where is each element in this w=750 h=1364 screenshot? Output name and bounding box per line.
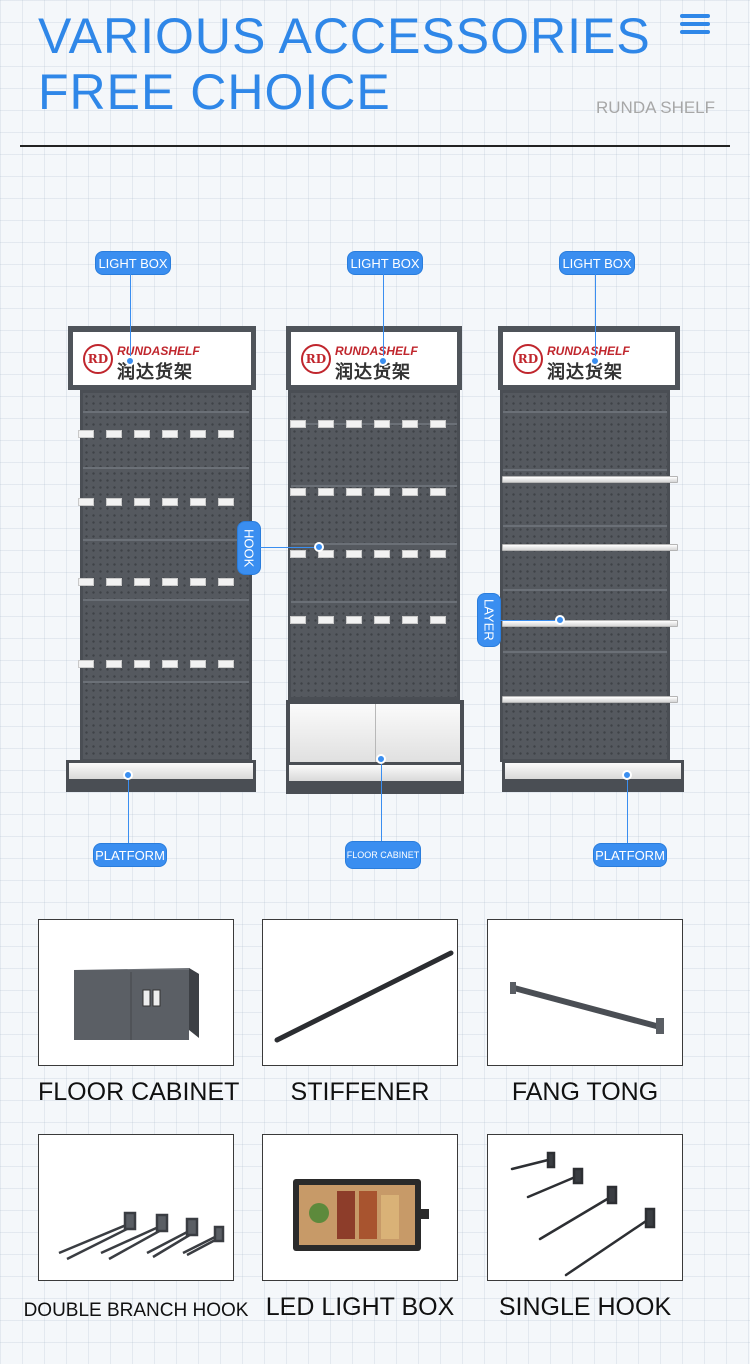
callout-dot — [125, 356, 135, 366]
stiffener-icon — [274, 950, 454, 1043]
hook-row — [290, 616, 462, 624]
layer-shelf — [502, 544, 678, 551]
callout-dot — [555, 615, 565, 625]
layer-shelf — [502, 696, 678, 703]
callout-dot — [376, 754, 386, 764]
led-light-box-icon — [293, 1179, 429, 1251]
callout-leader — [500, 620, 558, 621]
accessory-card-double-branch-hook[interactable] — [38, 1134, 234, 1281]
callout-dot — [622, 770, 632, 780]
fang-tong-icon — [510, 982, 664, 1034]
callout-leader — [627, 780, 628, 844]
sign-brand-cn: 润达货架 — [547, 362, 623, 382]
menu-icon[interactable] — [680, 14, 710, 36]
accessory-label: STIFFENER — [290, 1078, 430, 1106]
callout-platform: PLATFORM — [94, 844, 166, 866]
sign-brand-en: RUNDASHELF — [335, 344, 418, 358]
callout-dot — [590, 356, 600, 366]
header-divider — [20, 145, 730, 147]
title-line-1: VARIOUS ACCESSORIES — [38, 8, 651, 64]
accessory-label: DOUBLE BRANCH HOOK — [23, 1300, 249, 1321]
accessory-card-fang-tong[interactable] — [487, 919, 683, 1066]
platform — [502, 760, 684, 782]
accessory-label: SINGLE HOOK — [498, 1293, 672, 1321]
accessory-card-led-light-box[interactable] — [262, 1134, 458, 1281]
callout-dot — [378, 356, 388, 366]
accessory-card-stiffener[interactable] — [262, 919, 458, 1066]
layer-shelf — [502, 476, 678, 483]
light-box-sign: RD RUNDASHELF 润达货架 — [498, 326, 680, 390]
title-line-2: FREE CHOICE — [38, 64, 391, 120]
runda-logo: RD — [513, 344, 543, 374]
hook-row — [290, 488, 462, 496]
callout-dot — [314, 542, 324, 552]
hook-row — [290, 550, 462, 558]
shelf-diagram: RD RUNDASHELF 润达货架 RD RUNDASHELF 润达货架 — [0, 240, 750, 880]
accessory-label: FLOOR CABINET — [38, 1078, 240, 1106]
runda-logo: RD — [301, 344, 331, 374]
callout-platform: PLATFORM — [594, 844, 666, 866]
sign-brand-en: RUNDASHELF — [117, 344, 200, 358]
light-box-sign: RD RUNDASHELF 润达货架 — [68, 326, 256, 390]
callout-light-box: LIGHT BOX — [96, 252, 170, 274]
callout-hook: HOOK — [238, 522, 260, 574]
double-branch-hook-icon — [58, 1211, 225, 1261]
accessory-label: LED LIGHT BOX — [265, 1293, 455, 1321]
sign-brand-en: RUNDASHELF — [547, 344, 630, 358]
floor-cabinet-icon — [74, 968, 199, 1040]
callout-leader — [381, 764, 382, 842]
hook-row — [78, 430, 250, 438]
platform — [286, 762, 464, 784]
callout-leader — [383, 274, 384, 362]
callout-light-box: LIGHT BOX — [560, 252, 634, 274]
callout-light-box: LIGHT BOX — [348, 252, 422, 274]
hook-row — [78, 660, 250, 668]
page-title: VARIOUS ACCESSORIES FREE CHOICE — [38, 8, 651, 120]
sign-brand-cn: 润达货架 — [117, 362, 193, 382]
callout-dot — [123, 770, 133, 780]
pegboard-panel — [500, 390, 670, 762]
light-box-sign: RD RUNDASHELF 润达货架 — [286, 326, 462, 390]
accessory-card-single-hook[interactable] — [487, 1134, 683, 1281]
hook-row — [78, 498, 250, 506]
callout-layer: LAYER — [478, 594, 500, 646]
callout-leader — [130, 274, 131, 362]
callout-leader — [595, 274, 596, 362]
callout-leader — [260, 547, 318, 548]
sign-brand-cn: 润达货架 — [335, 362, 411, 382]
platform — [66, 760, 256, 782]
hook-row — [78, 578, 250, 586]
shelf-base — [502, 782, 684, 792]
runda-logo: RD — [83, 344, 113, 374]
callout-floor-cabinet: FLOOR CABINET — [346, 842, 420, 868]
shelf-base — [286, 784, 464, 794]
layer-shelf — [502, 620, 678, 627]
hook-row — [290, 420, 462, 428]
callout-leader — [128, 780, 129, 844]
floor-cabinet — [286, 700, 464, 766]
single-hook-icon — [510, 1151, 656, 1277]
pegboard-panel — [80, 390, 252, 762]
accessory-label: FANG TONG — [511, 1078, 659, 1106]
shelf-base — [66, 782, 256, 792]
accessory-card-floor-cabinet[interactable] — [38, 919, 234, 1066]
brand-name: RUNDA SHELF — [596, 98, 716, 117]
